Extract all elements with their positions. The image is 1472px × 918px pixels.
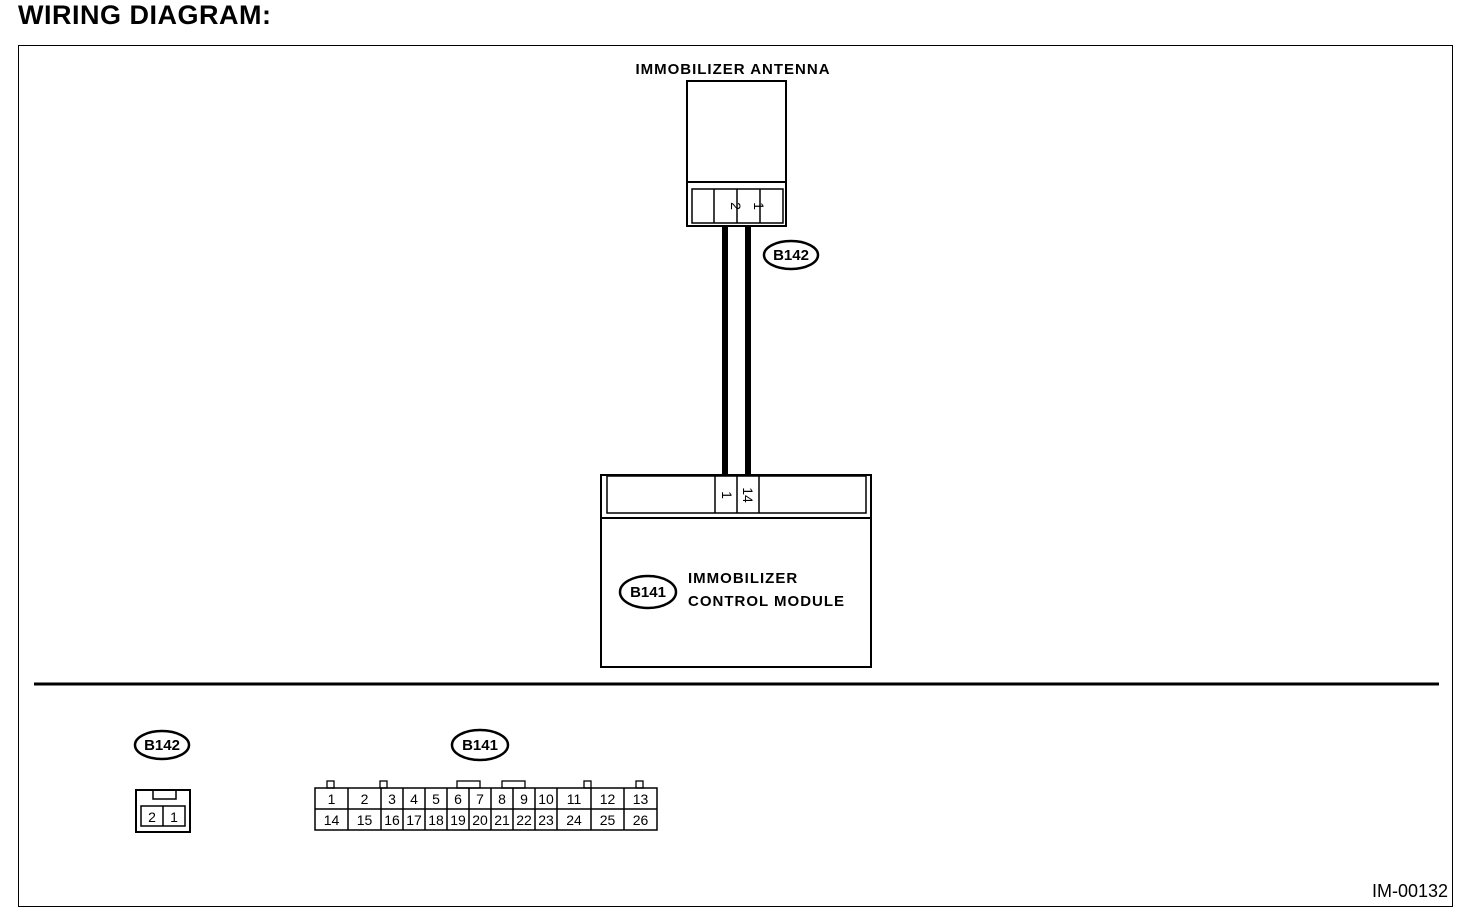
legend-b141-tag bbox=[450, 728, 510, 762]
legend-b141-pin-bottom: 20 bbox=[472, 812, 488, 828]
module-pin-1: 1 bbox=[719, 491, 735, 499]
legend-b141-pin-bottom: 18 bbox=[428, 812, 444, 828]
legend-b141-pin-bottom: 19 bbox=[450, 812, 466, 828]
legend-b141-pin-bottom: 24 bbox=[566, 812, 582, 828]
legend-b142-tag-text: B142 bbox=[144, 737, 180, 754]
module-label-line2: CONTROL MODULE bbox=[688, 593, 845, 610]
legend-b141-pin-top: 8 bbox=[498, 791, 506, 807]
legend-b142-pin-2: 2 bbox=[148, 809, 156, 825]
legend-b141-pin-bottom: 23 bbox=[538, 812, 554, 828]
legend-b141-pin-top: 12 bbox=[600, 791, 616, 807]
legend-b141-pin-bottom: 25 bbox=[600, 812, 616, 828]
b142-connector-tag bbox=[762, 239, 820, 271]
antenna-pin-2: 2 bbox=[728, 202, 744, 210]
legend-b141-pin-bottom: 14 bbox=[324, 812, 340, 828]
legend-b141-pin-top: 11 bbox=[567, 791, 582, 807]
legend-b141-pin-bottom: 26 bbox=[633, 812, 649, 828]
legend-b141-pin-top: 1 bbox=[328, 791, 336, 807]
legend-b141-pin-top: 10 bbox=[538, 791, 554, 807]
legend-b141-pin-bottom: 16 bbox=[384, 812, 400, 828]
legend-b141-pin-top: 13 bbox=[633, 791, 649, 807]
legend-b141-pin-top: 9 bbox=[520, 791, 528, 807]
legend-b141-pin-bottom: 17 bbox=[406, 812, 422, 828]
control-module-body bbox=[600, 474, 872, 668]
b142-connector-tag-text: B142 bbox=[773, 247, 809, 264]
legend-b141-pin-bottom: 21 bbox=[494, 812, 510, 828]
antenna-body bbox=[686, 80, 787, 227]
module-label-line1: IMMOBILIZER bbox=[688, 570, 798, 587]
diagram-frame bbox=[18, 45, 1453, 907]
legend-b141-pin-top: 4 bbox=[410, 791, 418, 807]
legend-b142-tag bbox=[133, 729, 191, 761]
legend-b141-tag-text: B141 bbox=[462, 737, 498, 754]
page-title: WIRING DIAGRAM: bbox=[18, 0, 272, 30]
legend-b141-pin-top: 6 bbox=[454, 791, 462, 807]
legend-b141-pin-top: 3 bbox=[388, 791, 396, 807]
antenna-label: IMMOBILIZER ANTENNA bbox=[635, 61, 830, 78]
antenna-pin-1: 1 bbox=[751, 202, 767, 210]
legend-b142-pin-1: 1 bbox=[170, 809, 178, 825]
module-pin-14: 14 bbox=[740, 487, 756, 503]
legend-b141-pin-bottom: 22 bbox=[516, 812, 532, 828]
document-id: IM-00132 bbox=[1371, 881, 1448, 901]
legend-b141-pin-top: 5 bbox=[432, 791, 440, 807]
legend-b141-connector: 1 14 2 15 3 16 4 17 5 18 6 19 7 20 8 21 9 22 10 23 11 24 12 25 1… bbox=[314, 780, 658, 831]
legend-b141-pin-bottom: 15 bbox=[357, 812, 373, 828]
legend-b141-pin-top: 2 bbox=[361, 791, 369, 807]
legend-b141-pin-top: 7 bbox=[476, 791, 484, 807]
b141-connector-tag-text: B141 bbox=[630, 584, 666, 601]
b141-connector-tag bbox=[618, 574, 678, 610]
